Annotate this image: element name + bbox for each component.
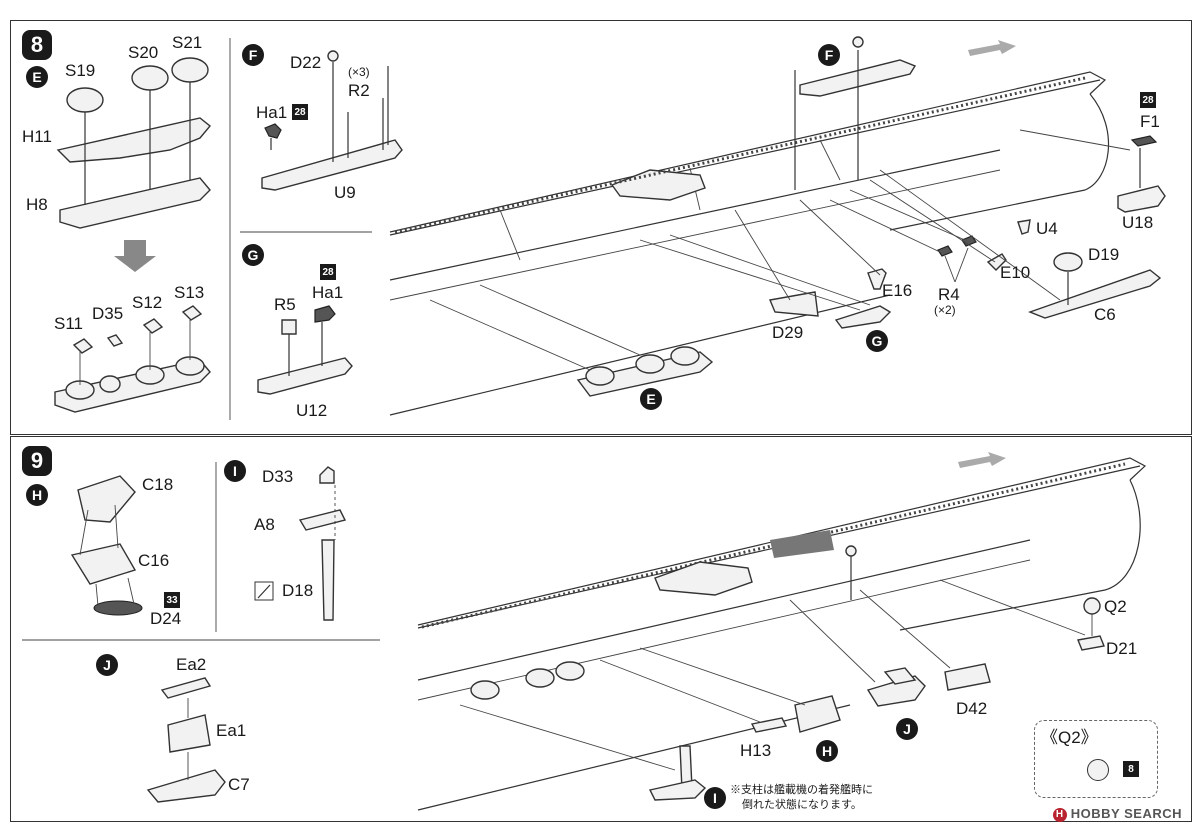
group-marker-h: H bbox=[26, 484, 48, 506]
part-label: D21 bbox=[1106, 639, 1138, 658]
watermark-text: HOBBY SEARCH bbox=[1070, 806, 1182, 822]
group-marker-j: J bbox=[96, 654, 118, 676]
part-label: S20 bbox=[128, 43, 159, 62]
group-marker-g: G bbox=[242, 244, 264, 266]
part-label: Ha1 bbox=[256, 103, 288, 122]
part-label: Ha1 bbox=[312, 283, 344, 302]
q2-detail-box: 《Q2》 8 bbox=[1034, 720, 1158, 798]
part-label: S13 bbox=[174, 283, 205, 302]
part-label: H13 bbox=[740, 741, 772, 760]
marker-f-main: F bbox=[818, 44, 840, 66]
part-label: H8 bbox=[26, 195, 48, 214]
part-label: D24 bbox=[150, 609, 182, 628]
part-label: U12 bbox=[296, 401, 328, 420]
watermark-logo-icon: H bbox=[1052, 808, 1067, 822]
part-ref-badge: 8 bbox=[1123, 761, 1139, 777]
part-label: S19 bbox=[65, 61, 96, 80]
part-ref-badge: 28 bbox=[292, 104, 308, 120]
part-ref-badge: 33 bbox=[164, 592, 180, 608]
group-marker-f: F bbox=[242, 44, 264, 66]
part-label: C16 bbox=[138, 551, 170, 570]
part-label: Ea2 bbox=[176, 655, 207, 674]
step-9-panel bbox=[10, 436, 1192, 822]
marker-h-main: H bbox=[816, 740, 838, 762]
part-label: H11 bbox=[22, 127, 52, 146]
part-label: S21 bbox=[172, 33, 203, 52]
quantity-label: (×3) bbox=[348, 65, 370, 79]
part-label: U9 bbox=[334, 183, 356, 202]
part-label: R2 bbox=[348, 81, 370, 100]
marker-g-main: G bbox=[866, 330, 888, 352]
q2-part-icon bbox=[1087, 759, 1109, 781]
support-note-line-2: 倒れた状態になります。 bbox=[742, 799, 862, 811]
part-label: E16 bbox=[882, 281, 913, 300]
q2-detail-title: 《Q2》 bbox=[1041, 728, 1098, 747]
part-label: U4 bbox=[1036, 219, 1058, 238]
part-label: C18 bbox=[142, 475, 174, 494]
part-label: S11 bbox=[54, 314, 83, 333]
part-label: D29 bbox=[772, 323, 804, 342]
part-label: F1 bbox=[1140, 112, 1160, 131]
quantity-label: (×2) bbox=[934, 303, 956, 317]
marker-j-main: J bbox=[896, 718, 918, 740]
part-label: D19 bbox=[1088, 245, 1120, 264]
part-label: D22 bbox=[290, 53, 322, 72]
part-label: D35 bbox=[92, 304, 124, 323]
support-note-line-1: ※支柱は艦載機の着発艦時に bbox=[730, 784, 873, 796]
part-label: E10 bbox=[1000, 263, 1031, 282]
part-ref-badge: 28 bbox=[1140, 92, 1156, 108]
step-number-9: 9 bbox=[22, 446, 52, 476]
part-label: A8 bbox=[254, 515, 275, 534]
marker-i-main: I bbox=[704, 787, 726, 809]
step-number-8: 8 bbox=[22, 30, 52, 60]
part-label: U18 bbox=[1122, 213, 1154, 232]
part-ref-badge: 28 bbox=[320, 264, 336, 280]
part-label: D18 bbox=[282, 581, 314, 600]
part-label: C6 bbox=[1094, 305, 1116, 324]
part-label: Ea1 bbox=[216, 721, 247, 740]
part-label: S12 bbox=[132, 293, 163, 312]
part-label: Q2 bbox=[1104, 597, 1127, 616]
part-label: C7 bbox=[228, 775, 250, 794]
part-label: R4 bbox=[938, 285, 960, 304]
group-marker-i: I bbox=[224, 460, 246, 482]
part-label: D42 bbox=[956, 699, 988, 718]
part-label: D33 bbox=[262, 467, 294, 486]
step-8-panel bbox=[10, 20, 1192, 435]
marker-e-main: E bbox=[640, 388, 662, 410]
part-label: R5 bbox=[274, 295, 296, 314]
group-marker-e: E bbox=[26, 66, 48, 88]
